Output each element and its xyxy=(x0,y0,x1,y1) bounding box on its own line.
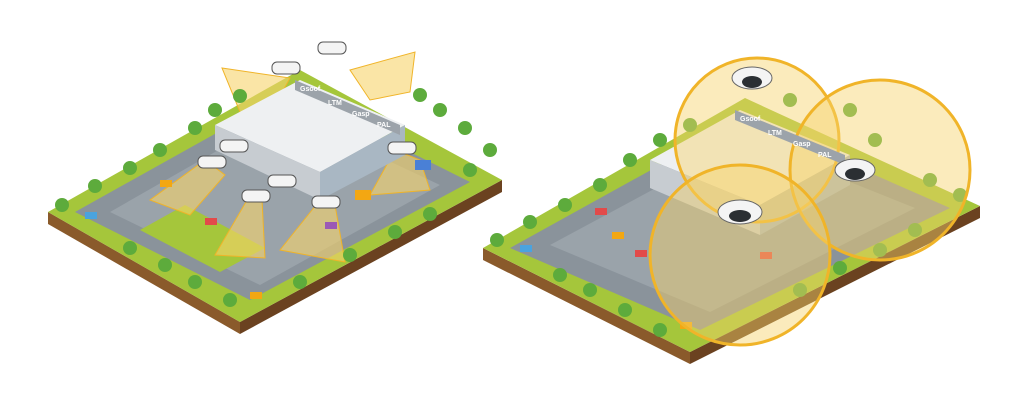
building-sign: PAL xyxy=(818,152,832,159)
bullet-camera-icon xyxy=(317,41,347,55)
camera-coverage-circle xyxy=(648,163,832,347)
parked-cars xyxy=(85,160,431,299)
building-sign: LTM xyxy=(328,100,342,107)
trees xyxy=(490,93,967,337)
fisheye-camera-scene xyxy=(483,56,980,364)
camera-coverage-circle xyxy=(788,78,972,262)
bullet-camera-icon xyxy=(197,155,227,169)
building-roof xyxy=(650,110,850,205)
building-side xyxy=(320,125,405,200)
building-sign: LTM xyxy=(768,130,782,137)
bullet-camera-icon xyxy=(311,195,341,209)
building-sign: Gsoof xyxy=(300,86,321,93)
bullet-camera-icon xyxy=(241,189,271,203)
ground-tile-side xyxy=(48,212,240,334)
fisheye-camera-icon xyxy=(731,66,773,90)
camera-coverage-circle xyxy=(673,56,841,224)
building-roof xyxy=(215,80,405,172)
trees xyxy=(55,88,497,307)
building-signs-left: Gsoof LTM Gasp PAL xyxy=(300,86,391,129)
building-sign: PAL xyxy=(377,122,391,129)
building-sign: Gsoof xyxy=(740,116,761,123)
bullet-camera-icon xyxy=(219,139,249,153)
bullet-camera-icon xyxy=(271,61,301,75)
fisheye-camera-icon xyxy=(834,158,876,182)
bullet-camera-scene xyxy=(48,41,502,334)
building-sign: Gasp xyxy=(352,111,370,118)
building-sign: Gasp xyxy=(793,141,811,148)
ground-tile-side xyxy=(690,206,980,364)
fisheye-camera-icon xyxy=(717,199,763,225)
building-sign-band xyxy=(735,110,845,165)
ground-tile-side xyxy=(483,248,690,364)
building-sign-band xyxy=(295,80,400,135)
ground-tile-side xyxy=(240,180,502,334)
building-signs-right: Gsoof LTM Gasp PAL xyxy=(740,116,832,159)
camera-coverage-cone xyxy=(349,51,416,101)
bullet-camera-icon xyxy=(387,141,417,155)
building-side xyxy=(760,155,850,235)
bullet-camera-icon xyxy=(267,174,297,188)
